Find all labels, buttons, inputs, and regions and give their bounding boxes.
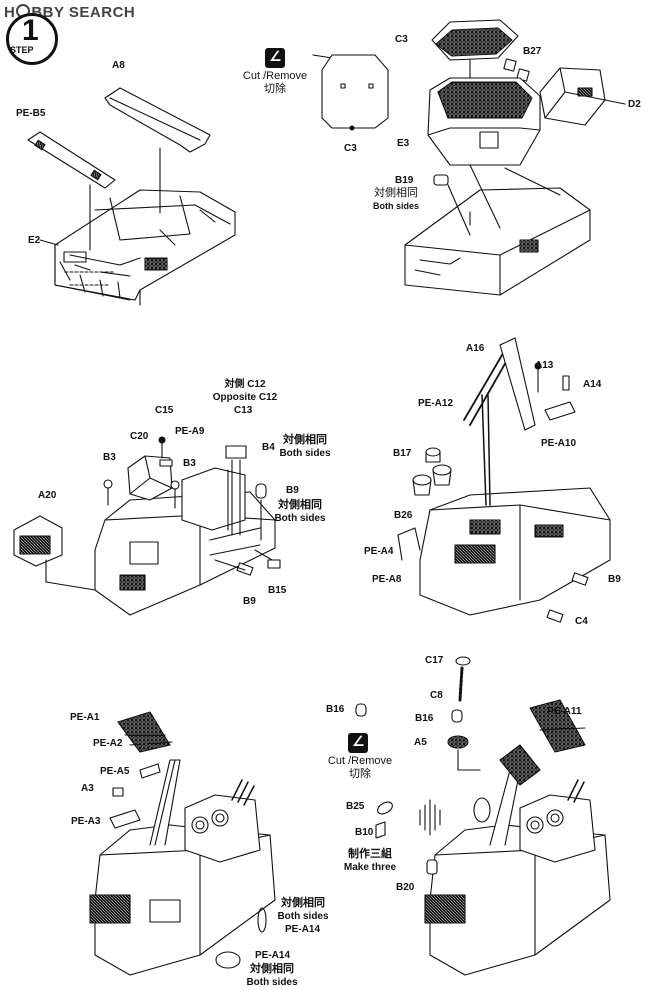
panel6-assembly — [355, 656, 611, 976]
label-a5: A5 — [414, 737, 427, 748]
label-b26: B26 — [394, 510, 413, 521]
label-pe-a14-ring: PE-A14 — [285, 924, 321, 935]
label-e3: E3 — [397, 138, 410, 149]
both-cn-p5: 対側相同 — [281, 897, 325, 909]
b9-en: Both sides — [274, 513, 326, 524]
cut-cn: 切除 — [263, 83, 286, 95]
step-number: 1 — [22, 14, 39, 47]
label-c8: C8 — [430, 690, 443, 701]
b4-en: Both sides — [279, 448, 331, 459]
opposite-cn: 対側 C12 — [224, 379, 266, 390]
label-a8: A8 — [112, 60, 125, 71]
label-pe-a10: PE-A10 — [541, 438, 577, 449]
label-b3-right: B3 — [183, 458, 196, 469]
label-c20: C20 — [130, 431, 149, 442]
cut-remove-icon-2: ∠ — [348, 733, 368, 753]
cut-note: Cut /Remove 切除 — [243, 70, 307, 96]
both2-cn: 対側相同 — [250, 963, 294, 975]
label-pe-a12: PE-A12 — [418, 398, 454, 409]
panel5-assembly — [89, 711, 276, 976]
both-en-p5: Both sides — [277, 911, 329, 922]
make-three-note: 制作三組 Make three — [344, 848, 396, 874]
b19-note: 対側相同 Both sides — [373, 187, 419, 213]
label-c4: C4 — [575, 616, 588, 627]
cut-note-2: Cut /Remove 切除 — [328, 755, 392, 781]
cut-remove-icon: ∠ — [265, 48, 285, 68]
b4-cn: 対側相同 — [283, 434, 327, 446]
b9-cn: 対側相同 — [278, 499, 322, 511]
label-a13: A13 — [535, 360, 554, 371]
label-pe-a9: PE-A9 — [175, 426, 205, 437]
make-cn: 制作三組 — [348, 848, 392, 860]
label-c17: C17 — [425, 655, 444, 666]
label-d2: D2 — [628, 99, 641, 110]
label-pe-a1: PE-A1 — [70, 712, 100, 723]
both2-en: Both sides — [246, 977, 298, 988]
cut-text: Cut /Remove — [242, 70, 308, 82]
pe-a14-note2: 対側相同 Both sides — [246, 963, 297, 989]
brand-text: BBY SEARCH — [31, 4, 136, 21]
label-b16-left: B16 — [326, 704, 345, 715]
b4-note: 対側相同 Both sides — [279, 434, 330, 460]
label-b19: B19 — [395, 175, 414, 186]
label-c3-cover: C3 — [395, 34, 408, 45]
label-a3: A3 — [81, 783, 94, 794]
label-b15: B15 — [268, 585, 287, 596]
panel4-assembly — [397, 337, 611, 623]
both-cn: 対側相同 — [373, 187, 418, 199]
brand-letter: H — [4, 4, 16, 21]
step-label: STEP — [10, 45, 34, 55]
label-pe-a2: PE-A2 — [93, 738, 123, 749]
step-badge: 1 STEP — [6, 13, 58, 65]
label-pe-a8: PE-A8 — [372, 574, 402, 585]
label-a16: A16 — [466, 343, 485, 354]
label-b3-left: B3 — [103, 452, 116, 463]
label-c3-part: C3 — [344, 143, 357, 154]
panel1-assembly — [27, 87, 236, 306]
opposite-note: 対側 C12 Opposite C12 — [213, 378, 277, 404]
b9-note: 対側相同 Both sides — [274, 499, 325, 525]
label-pe-a3: PE-A3 — [71, 816, 101, 827]
label-b9-p4: B9 — [608, 574, 621, 585]
cut-cn-2: 切除 — [348, 768, 371, 780]
label-b20: B20 — [396, 882, 415, 893]
both-en: Both sides — [372, 201, 420, 211]
label-b9-bottom: B9 — [243, 596, 256, 607]
label-b17: B17 — [393, 448, 412, 459]
panel3-assembly — [13, 436, 281, 616]
label-a14: A14 — [583, 379, 602, 390]
label-b10: B10 — [355, 827, 374, 838]
label-b9-right: B9 — [286, 485, 299, 496]
label-b25: B25 — [346, 801, 365, 812]
label-e2: E2 — [28, 235, 41, 246]
label-pe-b5: PE-B5 — [16, 108, 46, 119]
label-pe-a5: PE-A5 — [100, 766, 130, 777]
cut-text-2: Cut /Remove — [327, 755, 393, 767]
label-a20: A20 — [38, 490, 57, 501]
label-pe-a4: PE-A4 — [364, 546, 394, 557]
label-c13: C13 — [234, 405, 253, 416]
label-pe-a14: PE-A14 — [255, 950, 291, 961]
panel2-assembly — [312, 19, 626, 296]
pe-a14-note: 対側相同 Both sides — [277, 897, 328, 923]
label-b4: B4 — [262, 442, 275, 453]
label-b16: B16 — [415, 713, 434, 724]
make-en: Make three — [343, 862, 397, 873]
label-pe-a11: PE-A11 — [547, 706, 582, 717]
label-b27: B27 — [523, 46, 542, 57]
label-c15: C15 — [155, 405, 174, 416]
opposite-en: Opposite C12 — [212, 392, 278, 403]
